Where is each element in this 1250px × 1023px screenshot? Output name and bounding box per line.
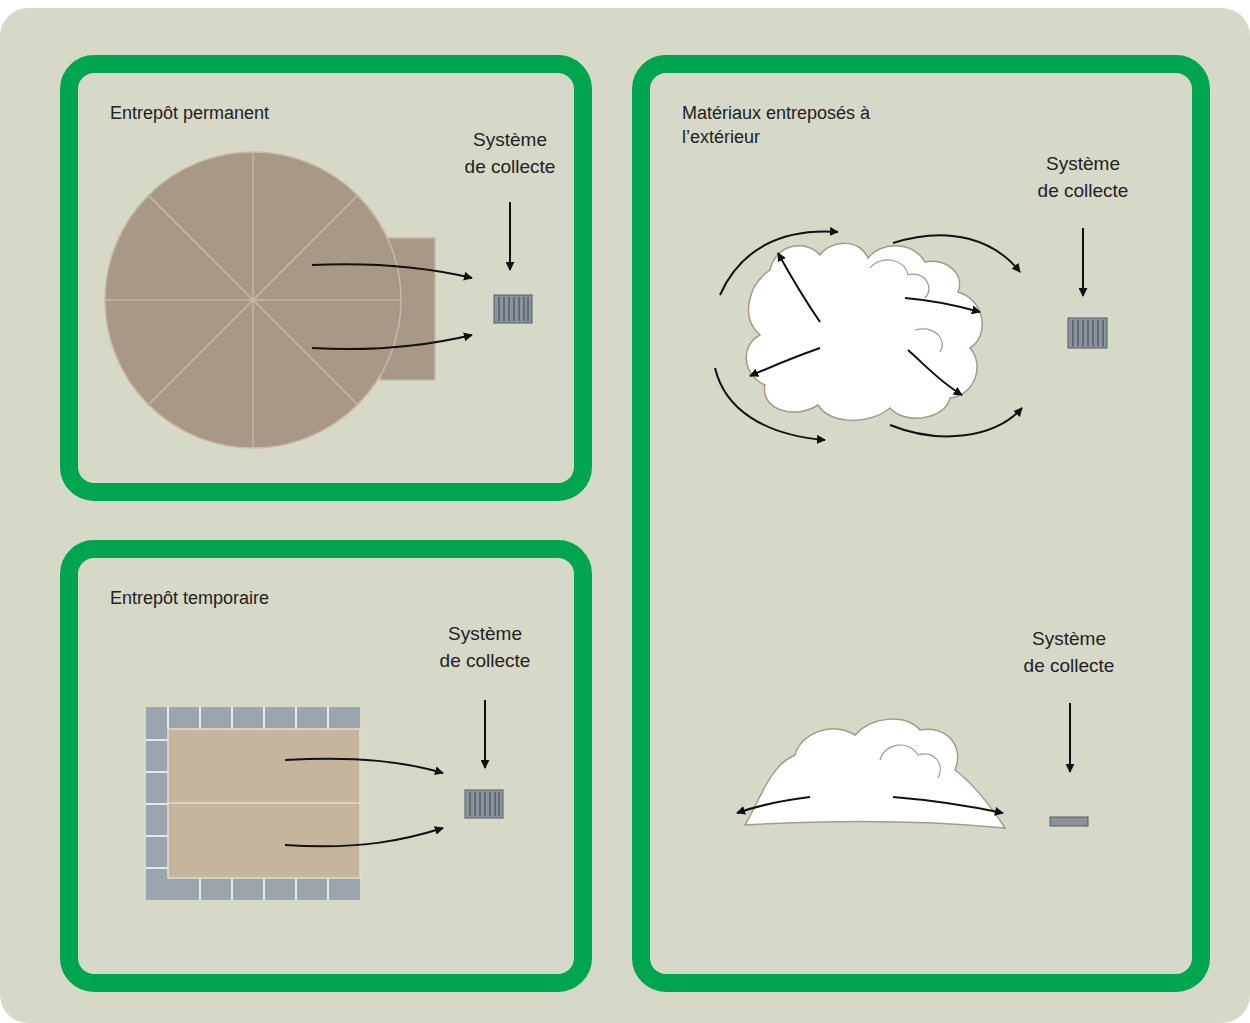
panel-heading: Matériaux entreposés à l’extérieur <box>682 101 912 149</box>
collection-label: Système de collecte <box>1023 625 1115 679</box>
storage-panel: Entrepôt temporaire <box>60 540 592 992</box>
panel-heading: Entrepôt temporaire <box>110 586 340 610</box>
panel-heading: Entrepôt permanent <box>110 101 340 125</box>
collection-label: Système de collecte <box>439 620 531 674</box>
collection-label: Système de collecte <box>464 126 556 180</box>
storage-panel: Entrepôt permanent <box>60 55 592 501</box>
collection-label: Système de collecte <box>1037 150 1129 204</box>
